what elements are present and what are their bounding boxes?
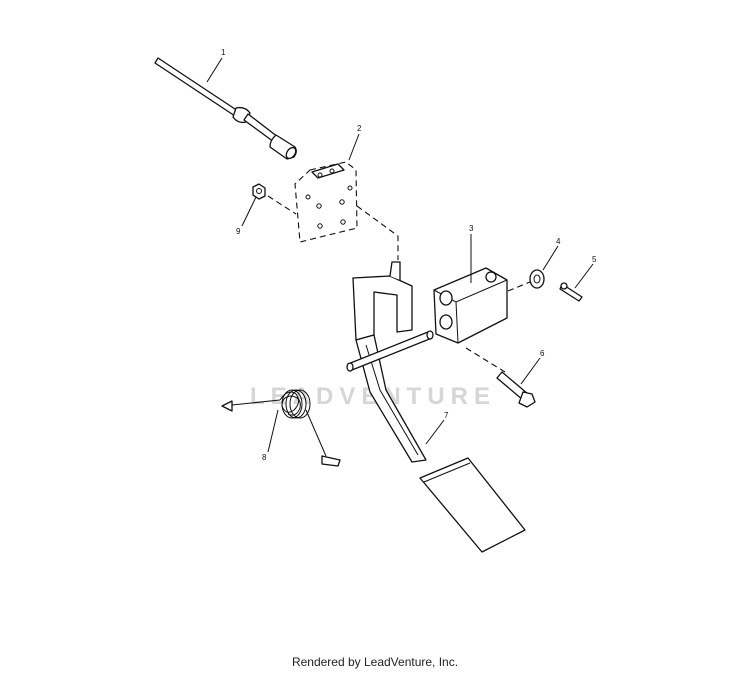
callout-9: 9 xyxy=(236,227,241,236)
cable-part xyxy=(154,57,297,160)
callout-8: 8 xyxy=(262,453,267,462)
callout-4: 4 xyxy=(556,237,561,246)
pedal-part xyxy=(346,261,526,553)
spring-part xyxy=(221,389,341,467)
leader-lines xyxy=(206,57,594,453)
pivot-block-part xyxy=(433,267,531,344)
callout-1: 1 xyxy=(221,48,226,57)
cotter-pin-part xyxy=(559,282,583,302)
callouts: 1 2 3 4 5 6 7 8 9 xyxy=(221,48,597,462)
mounting-plate-part xyxy=(294,161,358,243)
callout-5: 5 xyxy=(592,255,597,264)
credit-line: Rendered by LeadVenture, Inc. xyxy=(291,655,459,669)
callout-7: 7 xyxy=(444,411,449,420)
nut-part xyxy=(252,183,297,215)
callout-2: 2 xyxy=(357,124,362,133)
washer-part xyxy=(529,269,545,289)
callout-3: 3 xyxy=(469,224,474,233)
bolt-part xyxy=(465,347,536,408)
callout-6: 6 xyxy=(540,349,545,358)
